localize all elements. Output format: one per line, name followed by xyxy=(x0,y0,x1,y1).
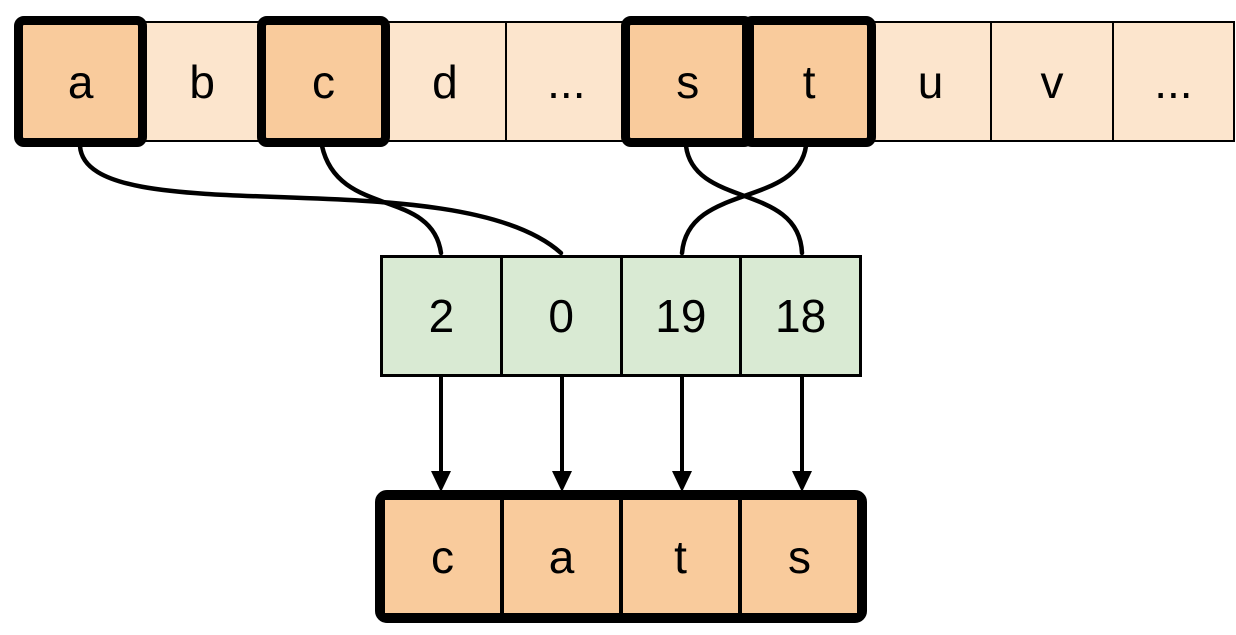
index-cell-2: 19 xyxy=(619,258,740,374)
alphabet-cell-u: u xyxy=(868,23,991,140)
alphabet-cell-d: d xyxy=(383,23,505,140)
curve-t-to-index-19 xyxy=(679,143,809,256)
arrow-index-1-to-output xyxy=(552,376,572,492)
cell-letter: s xyxy=(788,530,811,583)
alphabet-cell-b: b xyxy=(140,23,262,140)
cell-label: c xyxy=(312,55,336,108)
output-cell-2: t xyxy=(619,500,738,613)
cell-label: v xyxy=(1040,55,1064,108)
index-cell-0: 2 xyxy=(383,258,500,374)
index-cell-1: 0 xyxy=(499,258,620,374)
cell-letter: a xyxy=(548,530,575,583)
curve-c-to-index-2 xyxy=(319,143,444,256)
cell-value: 19 xyxy=(655,290,707,342)
alphabet-cell-ellipsis-2: ... xyxy=(1111,23,1234,140)
arrow-index-0-to-output xyxy=(431,376,451,492)
alphabet-cell-a: a xyxy=(14,16,148,147)
alphabet-cell-c: c xyxy=(256,16,391,147)
cell-value: 18 xyxy=(775,290,827,342)
cell-value: 0 xyxy=(548,290,574,342)
cell-label: s xyxy=(676,55,700,108)
alphabet-cell-v: v xyxy=(990,23,1112,140)
output-row: c a t s xyxy=(375,490,867,623)
cell-label: a xyxy=(67,55,94,108)
cell-label: t xyxy=(802,55,816,108)
arrow-index-2-to-output xyxy=(672,376,692,492)
alphabet-row: a b c d ... s t u v ... xyxy=(14,16,1235,147)
alphabet-cell-t: t xyxy=(742,16,876,147)
output-cell-0: c xyxy=(385,500,500,613)
cell-label: ... xyxy=(1154,55,1193,108)
cell-label: b xyxy=(189,55,215,108)
cell-value: 2 xyxy=(428,290,455,342)
output-cell-3: s xyxy=(738,500,857,613)
curve-s-to-index-18 xyxy=(683,143,805,256)
cell-label: d xyxy=(432,55,458,108)
arrow-index-3-to-output xyxy=(792,376,812,492)
index-cell-3: 18 xyxy=(739,258,859,374)
cell-label: ... xyxy=(547,55,586,108)
cell-letter: t xyxy=(674,530,687,583)
curve-a-to-index-0 xyxy=(77,143,564,256)
cell-letter: c xyxy=(431,530,454,583)
cell-label: u xyxy=(917,55,944,108)
index-row: 2 0 19 18 xyxy=(380,255,862,377)
output-cell-1: a xyxy=(500,500,619,613)
alphabet-cell-s: s xyxy=(621,16,755,147)
alphabet-cell-ellipsis-1: ... xyxy=(504,23,627,140)
